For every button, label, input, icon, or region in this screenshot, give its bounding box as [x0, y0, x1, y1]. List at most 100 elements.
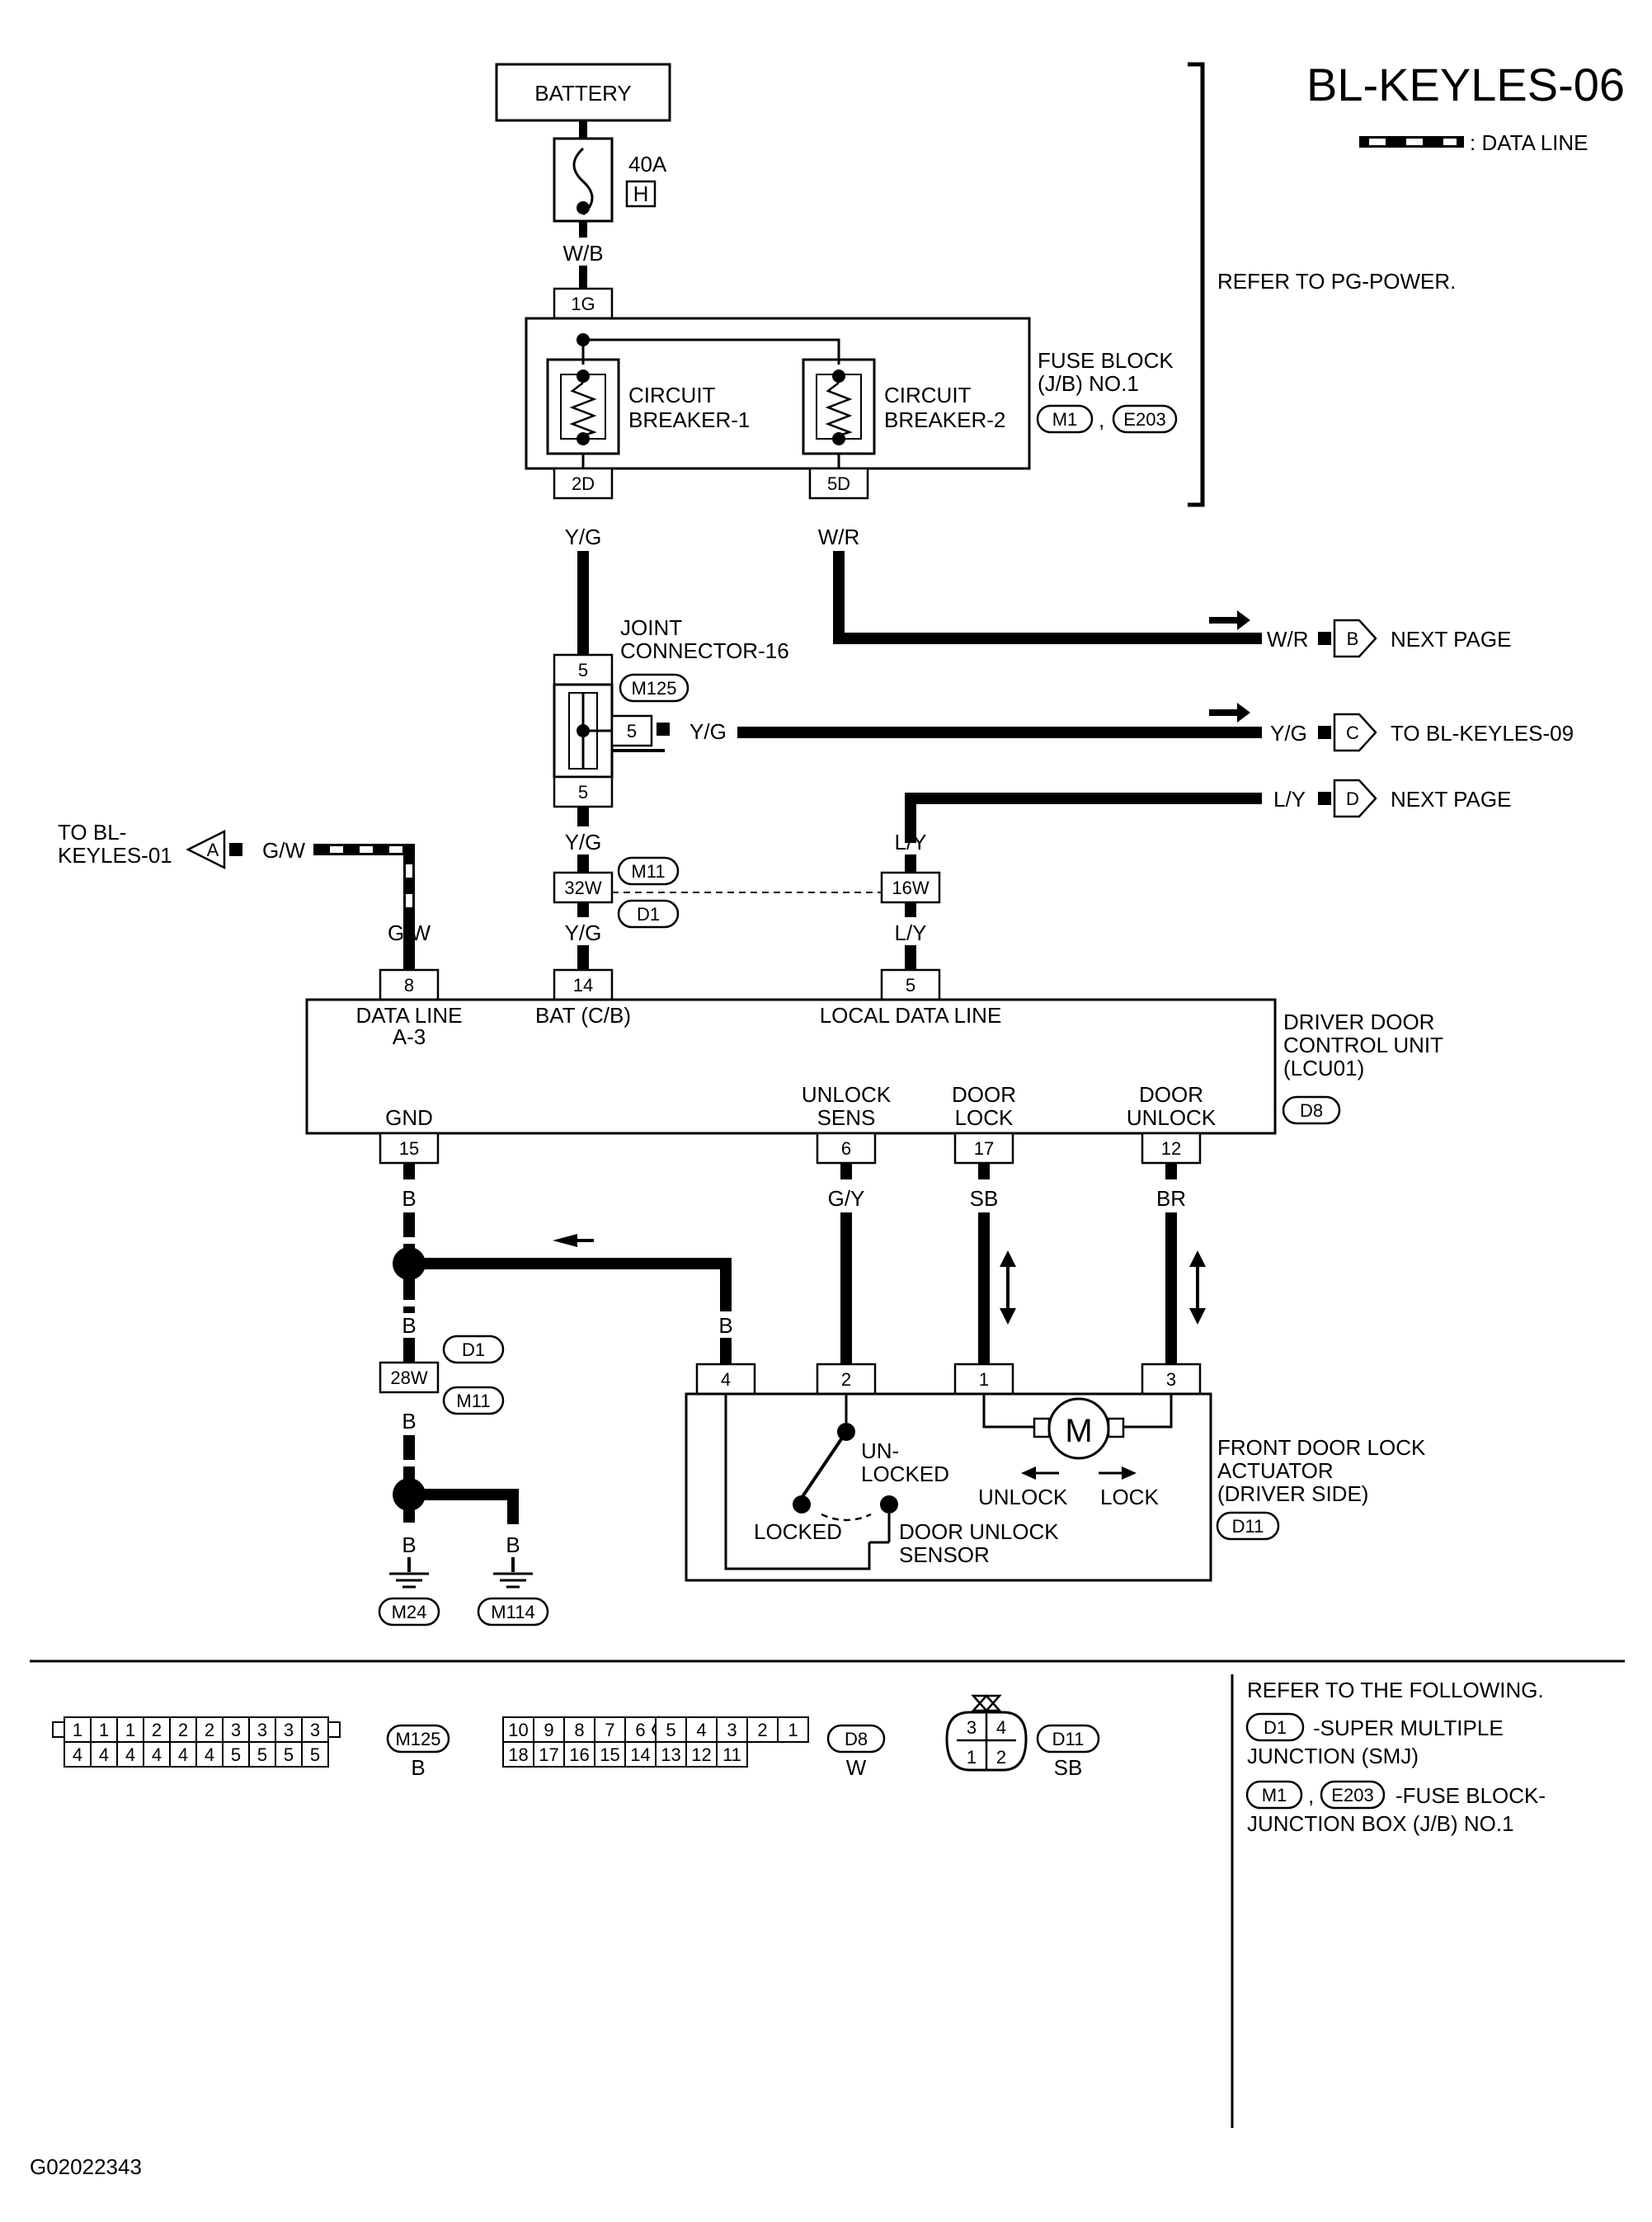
m125-pin-cell	[90, 1741, 118, 1768]
battery-box	[495, 63, 671, 122]
d8-pin-cell	[563, 1741, 595, 1768]
d8-pin: 18	[508, 1744, 528, 1765]
refer-bracket	[1188, 62, 1205, 507]
m125-pin: 1	[125, 1720, 135, 1740]
wire-color-yg-4: Y/G	[565, 830, 602, 854]
dcu-title-line1: DRIVER DOOR	[1283, 1010, 1434, 1034]
data-line-legend-label: : DATA LINE	[1470, 130, 1588, 155]
m125-pin: 5	[257, 1744, 267, 1765]
wire-color-br: BR	[1156, 1186, 1186, 1211]
wire-color-b-2: B	[718, 1313, 732, 1338]
d8-pin: 14	[630, 1744, 650, 1765]
m125-pin: 4	[73, 1744, 82, 1765]
m125-pin-cell	[169, 1741, 197, 1768]
offpage-b-connector	[1333, 619, 1377, 658]
refer-m1-id: M1	[1262, 1785, 1287, 1805]
offpage-b-letter: B	[1347, 628, 1359, 649]
offpage-a-line1: TO BL-	[58, 820, 126, 845]
d8-pin-cell	[685, 1741, 718, 1768]
dcu-title-line2: CONTROL UNIT	[1283, 1033, 1443, 1057]
cb1-label-line1: CIRCUIT	[628, 383, 716, 407]
d11-pin-4: 4	[996, 1717, 1006, 1738]
m125-pin: 4	[205, 1744, 214, 1765]
m125-pin: 2	[152, 1720, 162, 1740]
m125-pin-cell	[248, 1741, 276, 1768]
m125-pin-cell	[64, 1741, 92, 1768]
fuse-block	[525, 317, 1031, 470]
dcu-pin-15: 15	[399, 1138, 419, 1159]
dcu-term-lock-1: DOOR	[952, 1082, 1016, 1107]
m125-pin: 3	[284, 1720, 294, 1740]
conn-face-m125-color: B	[411, 1755, 425, 1780]
bidirectional-arrow-icon-2	[1189, 1250, 1206, 1325]
joint-pin-bottom: 5	[578, 782, 588, 803]
conn-m125-tag: M125	[631, 678, 676, 699]
conn-e203-tag: E203	[1123, 409, 1165, 430]
d8-pin: 5	[666, 1720, 675, 1740]
offpage-d-connector	[1333, 779, 1377, 818]
joint-title-line2: CONNECTOR-16	[620, 638, 789, 663]
offpage-d-text: NEXT PAGE	[1391, 787, 1511, 812]
fuse-block-pin-1g: 1G	[571, 294, 595, 314]
act-sensor-1: DOOR UNLOCK	[899, 1519, 1059, 1544]
m125-pin: 5	[284, 1744, 294, 1765]
wire-wr	[833, 551, 1262, 644]
d8-pin-cell	[594, 1741, 626, 1768]
d8-pin-cell	[533, 1741, 565, 1768]
sensor-switch-arm	[800, 1430, 848, 1499]
d8-pin: 4	[696, 1720, 706, 1740]
ground-m24: M24	[392, 1602, 427, 1622]
conn-face-d11-color: SB	[1054, 1755, 1083, 1780]
refer-d1-line1: -SUPER MULTIPLE	[1313, 1716, 1504, 1740]
m125-pin: 4	[125, 1744, 135, 1765]
refer-d1-id: D1	[1264, 1717, 1287, 1738]
d8-pin: 6	[635, 1720, 645, 1740]
d8-pin-cell	[594, 1716, 626, 1743]
wire-color-ly-1: L/Y	[1273, 787, 1306, 812]
driver-door-control-unit	[305, 998, 1277, 1135]
wire-color-b-6: B	[506, 1532, 520, 1557]
page-title: BL-KEYLES-06	[1306, 59, 1625, 111]
fuse-rating: 40A	[628, 152, 667, 177]
d8-pin: 16	[569, 1744, 589, 1765]
wire-color-gw-2: G/W	[388, 920, 431, 945]
d8-pin: 10	[508, 1720, 528, 1740]
breaker-1-coil-icon	[569, 382, 597, 437]
wire-gw-data-line	[313, 844, 415, 970]
dcu-term-lock-2: LOCK	[955, 1105, 1014, 1130]
act-unlock-label: UNLOCK	[978, 1485, 1068, 1509]
lock-arrow-icon	[1099, 1466, 1137, 1480]
wire-color-b-4: B	[402, 1409, 416, 1433]
dcu-conn-d8: D8	[1300, 1100, 1323, 1121]
act-pin-3: 3	[1166, 1369, 1176, 1390]
ground-symbol-icon-2	[493, 1572, 533, 1589]
wire-color-sb: SB	[970, 1186, 999, 1211]
wire-color-yg-5: Y/G	[565, 920, 602, 945]
ground-symbol-icon	[389, 1572, 429, 1589]
wire-color-b-3: B	[402, 1313, 416, 1338]
fuse-block-title-line2: (J/B) NO.1	[1038, 371, 1139, 396]
act-pin-4: 4	[721, 1369, 731, 1390]
dcu-term-local: LOCAL DATA LINE	[820, 1003, 1002, 1028]
arrow-right-icon-2	[1209, 703, 1250, 723]
dcu-term-unlock-2: SENS	[817, 1105, 876, 1130]
joint-pin-top: 5	[578, 660, 588, 680]
m125-pin: 1	[99, 1720, 109, 1740]
m125-pin-cell	[222, 1741, 250, 1768]
d8-pin: 12	[691, 1744, 711, 1765]
d8-pin-cell	[624, 1716, 657, 1743]
d11-pin-1: 1	[967, 1747, 977, 1768]
refer-fb-line1: -FUSE BLOCK-	[1395, 1783, 1546, 1808]
conn-face-d11-id: D11	[1052, 1729, 1085, 1749]
conn-face-d8-color: W	[846, 1755, 867, 1780]
offpage-a-connector	[186, 829, 226, 870]
wire-b-actuator-ground	[409, 1258, 732, 1311]
wire-color-b-5: B	[402, 1532, 416, 1557]
m125-pin: 4	[178, 1744, 188, 1765]
m125-pin-cell	[301, 1741, 329, 1768]
act-sensor-2: SENSOR	[899, 1542, 990, 1567]
m125-pin: 4	[152, 1744, 162, 1765]
bidirectional-arrow-icon	[1000, 1250, 1016, 1325]
refer-pg-power: REFER TO PG-POWER.	[1217, 269, 1456, 294]
d8-pin-cell	[746, 1716, 779, 1743]
